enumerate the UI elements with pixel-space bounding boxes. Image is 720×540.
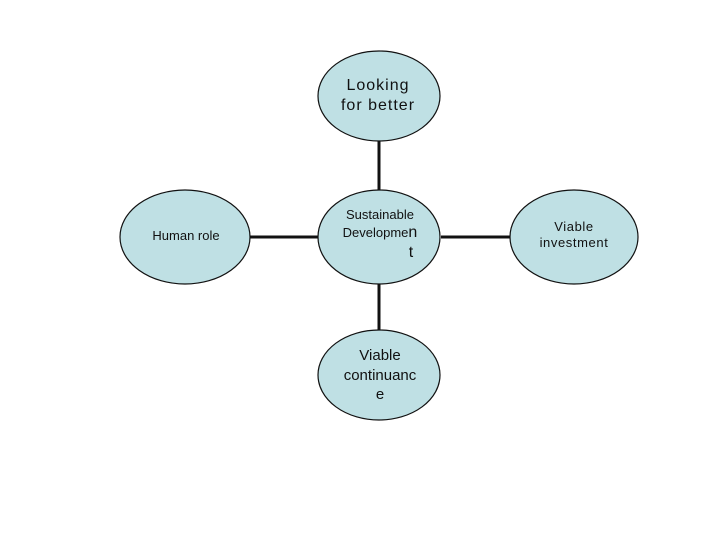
node-label-line: continuanc [343, 366, 417, 384]
node-label-line: Viable [359, 347, 401, 364]
node-label-line: t [408, 244, 414, 262]
node-label-line: Looking [346, 77, 410, 94]
node-label-human-role: Human role [130, 228, 242, 244]
node-viable-investment [509, 189, 639, 285]
node-human-role [119, 189, 251, 285]
node-label-line: Sustainable [346, 207, 414, 222]
node-looking-for-better [317, 50, 441, 142]
node-label-viable-investment: Viable investment [510, 219, 638, 252]
node-label-line: Human role [152, 228, 220, 243]
node-sustainable-development [317, 189, 441, 285]
node-label-line: for better [340, 97, 416, 114]
node-label-fragment: Developme [342, 225, 409, 241]
node-label-fragment: n [408, 224, 418, 242]
node-label-line: e [375, 386, 385, 403]
node-label-line: Developmen [318, 223, 442, 243]
node-viable-continuance [317, 329, 441, 421]
node-label-sustainable-development: Sustainable Developmen t [318, 207, 442, 263]
node-label-looking-for-better: Looking for better [318, 76, 438, 116]
node-label-line: investment [539, 235, 609, 251]
node-label-line: Viable [554, 219, 594, 234]
node-label-viable-continuance: Viable continuanc e [318, 346, 442, 405]
